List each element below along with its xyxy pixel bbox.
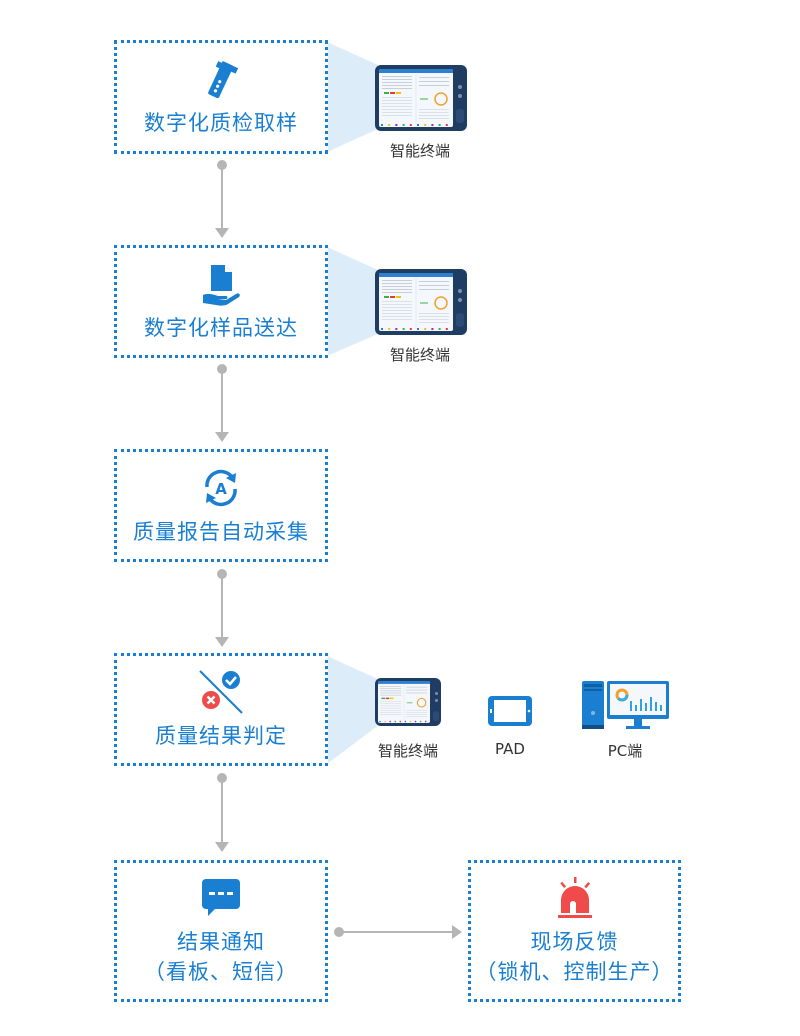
- step-label: 质量结果判定: [155, 723, 287, 748]
- step-label: 质量报告自动采集: [133, 519, 309, 544]
- connector-1-2: [215, 160, 229, 238]
- auto-sync-icon: A: [205, 469, 237, 506]
- connector-4-5: [215, 773, 229, 852]
- smart-terminal-device: [375, 678, 441, 726]
- connector-2-3: [215, 364, 229, 442]
- step-onsite-feedback: 现场反馈 （锁机、控制生产）: [468, 860, 681, 1002]
- step-result-notification: 结果通知 （看板、短信）: [114, 860, 328, 1002]
- step-label-detail: （看板、短信）: [144, 960, 298, 984]
- pad-icon: [488, 696, 532, 726]
- terminal-dashboard: [378, 681, 430, 723]
- step-label-title: 结果通知: [177, 930, 265, 954]
- pass-fail-icon: [199, 669, 243, 714]
- device-caption: 智能终端: [377, 742, 438, 760]
- device-caption: PAD: [495, 740, 525, 758]
- step-label: 数字化样品送达: [144, 315, 298, 340]
- connector-3-4: [215, 569, 229, 647]
- step-label-detail: （锁机、控制生产）: [475, 960, 674, 984]
- step-label-title: 现场反馈: [530, 930, 619, 954]
- smart-terminal-device: [375, 65, 467, 131]
- alarm-light-icon: [557, 877, 592, 918]
- terminal-screen: [379, 69, 453, 127]
- device-caption: 智能终端: [389, 142, 450, 160]
- step-sample-delivery: 数字化样品送达: [114, 245, 328, 358]
- step-quality-judgement: 质量结果判定: [114, 653, 328, 766]
- terminal-screen: [379, 273, 453, 331]
- device-caption: PC端: [607, 742, 643, 760]
- terminal-dashboard: [379, 273, 453, 330]
- pc-icon: [582, 681, 669, 729]
- connector-5-6: [334, 925, 462, 939]
- terminal-dashboard: [379, 69, 453, 126]
- svg-text:A: A: [215, 480, 227, 498]
- terminal-screen: [378, 681, 430, 723]
- message-icon: [202, 879, 240, 916]
- step-report-collection: A 质量报告自动采集: [114, 449, 328, 562]
- device-caption: 智能终端: [389, 346, 450, 364]
- step-sampling: 数字化质检取样: [114, 40, 328, 154]
- hand-document-icon: [203, 264, 240, 306]
- caliper-icon: [208, 61, 239, 99]
- step-label: 数字化质检取样: [144, 111, 298, 135]
- smart-terminal-device: [375, 269, 467, 335]
